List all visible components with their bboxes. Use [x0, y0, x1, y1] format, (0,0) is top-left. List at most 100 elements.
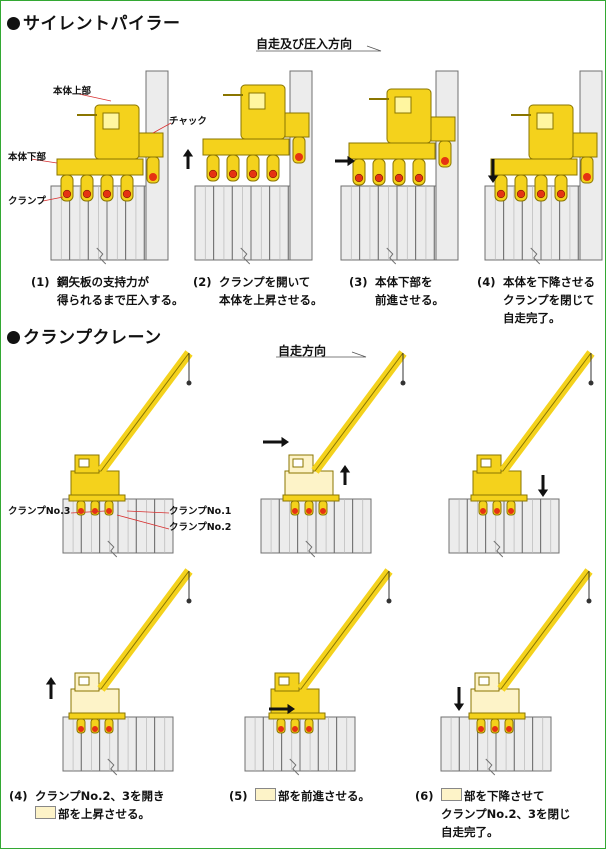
crane-clamp-red-dot [492, 726, 498, 732]
silent-piler-machine-3 [348, 88, 456, 186]
break-mark [493, 540, 504, 558]
crane-step4-line1: (4)クランプNo.2、3を開き [9, 789, 165, 803]
clamp-red-dot [102, 189, 112, 199]
crane-step3-down-arrow [537, 475, 549, 497]
sheet-pile [359, 185, 379, 261]
clamp-red-dot [82, 189, 92, 199]
clamp-red-dot [208, 169, 218, 179]
crane-step4-caption: (4)クランプNo.2、3を開き 部を上昇させる。 [9, 787, 165, 823]
crane-cab-window [278, 676, 290, 686]
arrow-head [287, 703, 295, 715]
crane-clamp-red-dot [92, 508, 98, 514]
crane-hook [586, 598, 592, 604]
sheet-pile [333, 498, 354, 554]
section2-title: クランプクレーン [7, 323, 162, 348]
lower-body [348, 142, 436, 160]
crane-boom-edge [100, 570, 190, 690]
crane-piles-2 [260, 498, 372, 558]
label-clamp-no3: クランプNo.3 [8, 506, 71, 517]
crane-step5-caption: (5)部を前進させる。 [229, 787, 370, 805]
clamp-crane-5 [268, 568, 393, 734]
sheet-pile [540, 498, 560, 554]
leader-upper-body [78, 93, 112, 102]
step3-line1: (3)本体下部を [349, 275, 433, 289]
crane-clamp-red-dot [494, 508, 500, 514]
label-clamp: クランプ [8, 196, 46, 207]
leader-clamp [42, 196, 64, 202]
step3-line2: 前進させる。 [375, 293, 444, 307]
sheet-pile [396, 185, 417, 261]
step2-line2: 本体を上昇させる。 [219, 293, 323, 307]
tall-sheet-pile [289, 70, 313, 261]
silent-piler-machine-4 [490, 104, 598, 202]
step1-line2: 得られるまで圧入する。 [57, 293, 184, 307]
clamp-crane-3 [470, 350, 595, 516]
crane-body [70, 470, 120, 496]
sheet-pile [213, 185, 233, 261]
chuck [138, 132, 164, 158]
sheet-pile [513, 716, 534, 772]
crane-step6-caption: (6)部を下降させて クランプNo.2、3を閉じ 自走完了。 [415, 787, 571, 841]
crane-boom-edge [300, 570, 390, 690]
break-mark [530, 247, 541, 265]
sheet-pile [250, 185, 271, 261]
crane-boom-edge [100, 352, 190, 472]
crane-step6-line2: クランプNo.2、3を閉じ [441, 807, 571, 821]
upper-window [394, 96, 412, 114]
crane-cab-window [292, 458, 304, 468]
step4-line1: (4)本体を下降させる [477, 275, 595, 289]
crane-step6-line1: (6)部を下降させて [415, 788, 545, 803]
retracted-swatch [441, 788, 462, 801]
crane-clamp-red-dot [292, 726, 298, 732]
crane-step6-line3: 自走完了。 [441, 825, 499, 839]
crane-step6-down-arrow [453, 687, 465, 711]
upper-window [248, 92, 266, 110]
crane-boom-edge [314, 352, 404, 472]
step3-forward-arrow [335, 155, 355, 167]
crane-boom-edge [500, 570, 590, 690]
crane-base [68, 494, 126, 502]
arrow-head [537, 489, 549, 497]
crane-base [468, 712, 526, 720]
crane-boom-edge [502, 352, 592, 472]
sheet-pile [415, 185, 435, 261]
crane-step4-line2: 部を上昇させる。 [9, 805, 165, 823]
crane-clamp-red-dot [306, 726, 312, 732]
label-chuck: チャック [169, 116, 207, 127]
crane-clamp-red-dot [78, 508, 84, 514]
label-lower-body: 本体下部 [8, 152, 47, 163]
sheet-pile [340, 185, 361, 261]
lower-body [202, 138, 290, 156]
leader-clamp-no1 [126, 510, 170, 514]
retracted-swatch [35, 806, 56, 819]
chuck-red-dot [295, 153, 303, 161]
section1-direction-label: 自走及び圧入方向 [256, 37, 353, 51]
arrow-head [281, 436, 289, 448]
silent-piler-machine-1 [56, 104, 164, 202]
arrow-head [347, 155, 355, 167]
crane-hook [400, 380, 406, 386]
chuck-red-dot [149, 173, 157, 181]
sheet-pile [260, 498, 280, 554]
chuck-red-dot [583, 173, 591, 181]
lower-body [490, 158, 578, 176]
crane-clamp-red-dot [480, 508, 486, 514]
step3-caption: (3)本体下部を 前進させる。 [349, 273, 444, 309]
crane-clamp-red-dot [320, 508, 326, 514]
step2-line1: (2)クランプを開いて [193, 275, 311, 289]
sheet-pile [336, 716, 356, 772]
crane-hook [186, 380, 192, 386]
crane-step2-up-arrow [339, 465, 351, 485]
sheet-pile [352, 498, 372, 554]
break-mark [485, 758, 496, 776]
arrow-head [453, 703, 465, 711]
chuck [284, 112, 310, 138]
crane-clamp-red-dot [292, 508, 298, 514]
step2-up-arrow [182, 149, 194, 169]
crane-clamp-red-dot [78, 726, 84, 732]
crane-piles-5 [244, 716, 356, 776]
crane-base [268, 712, 326, 720]
upper-window [536, 112, 554, 130]
silent-piler-piles-4 [484, 70, 603, 265]
step2-caption: (2)クランプを開いて 本体を上昇させる。 [193, 273, 323, 309]
